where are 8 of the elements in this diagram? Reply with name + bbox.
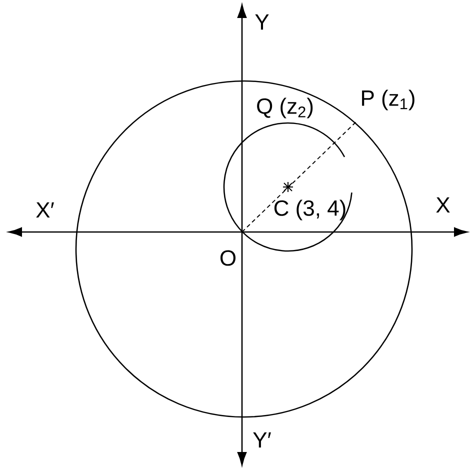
axis-label: X: [436, 197, 450, 213]
axis-label: Y: [255, 14, 269, 30]
point-label: C (3, 4): [274, 200, 346, 220]
axis-label: Y′: [253, 432, 271, 448]
point-label: P (z$_{1}$): [362, 90, 414, 110]
point-label: Q (z$_{2}$): [257, 98, 313, 118]
axis-label: X′: [36, 202, 54, 218]
point-label: O: [220, 250, 236, 266]
